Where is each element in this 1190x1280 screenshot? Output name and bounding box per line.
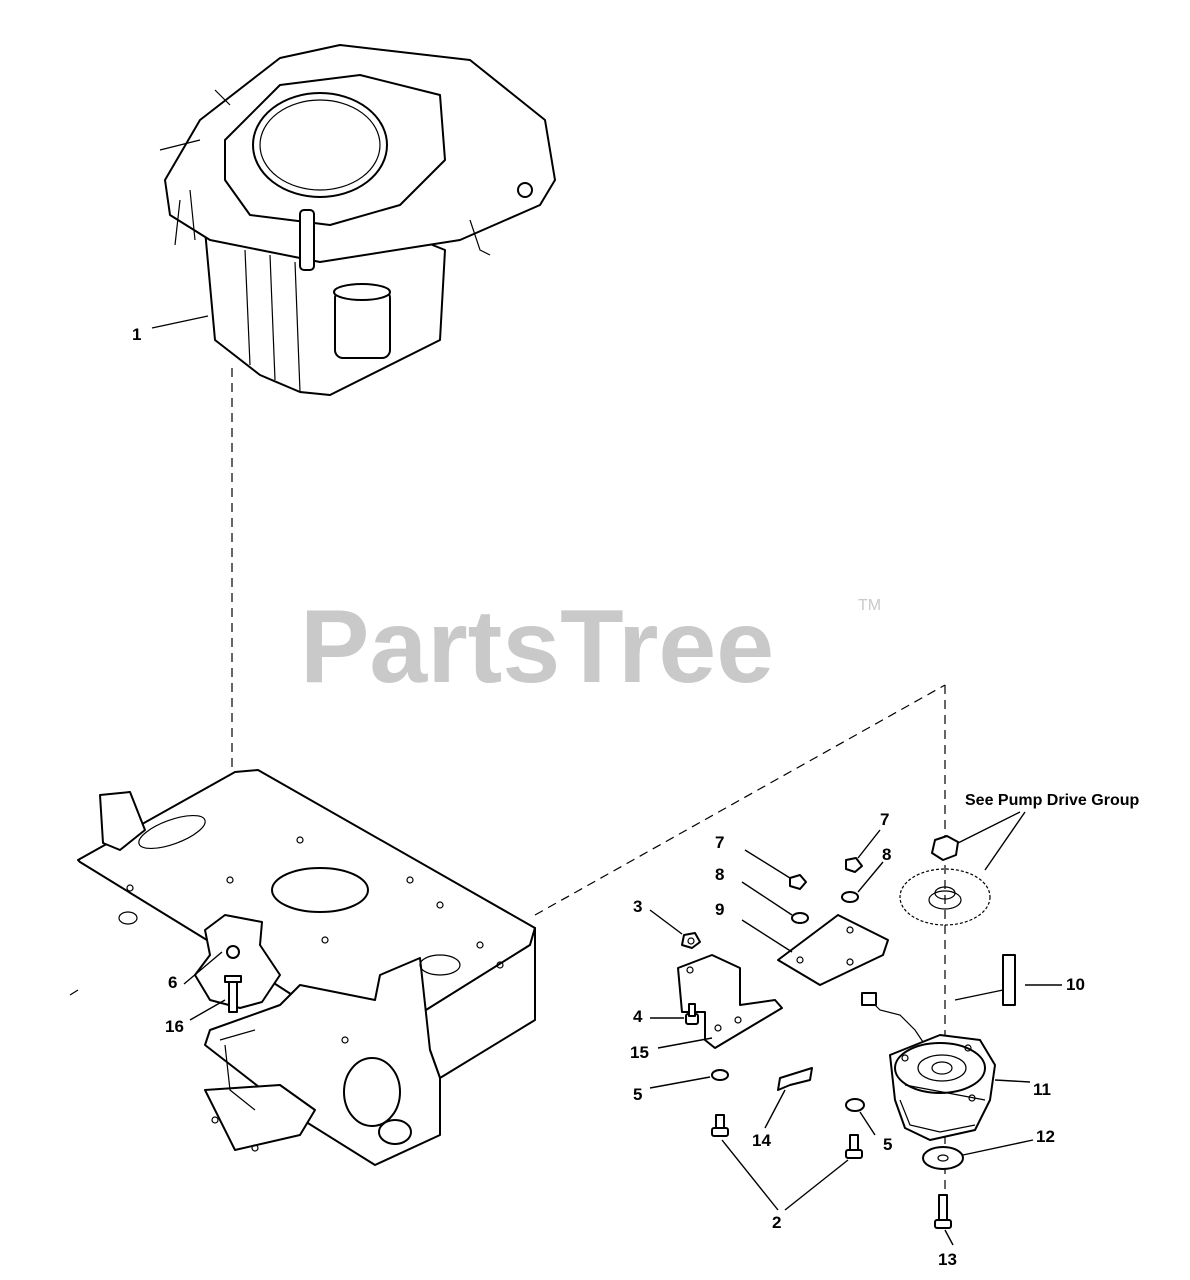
electric-clutch-icon[interactable]	[861, 992, 996, 1141]
leader-12	[962, 1139, 1034, 1156]
callout-10[interactable]: 10	[1066, 975, 1085, 994]
leader-15	[657, 1037, 713, 1049]
callout-14[interactable]: 14	[752, 1131, 771, 1150]
leader-7b	[857, 829, 881, 859]
pulley-icon[interactable]	[899, 835, 991, 926]
leader-2a	[721, 1139, 779, 1211]
watermark-trademark: TM	[858, 597, 881, 614]
leader-5a	[649, 1076, 711, 1089]
leader-3	[649, 909, 683, 935]
callout-2[interactable]: 2	[772, 1213, 781, 1232]
leader-9	[741, 919, 793, 953]
callout-5a[interactable]: 5	[633, 1085, 642, 1104]
watermark-brand: PartsTree	[300, 589, 774, 705]
leader-1	[151, 315, 209, 329]
note-leader-b	[984, 811, 1026, 871]
washer-icon[interactable]	[922, 1146, 964, 1170]
callout-1[interactable]: 1	[132, 325, 141, 344]
callout-6[interactable]: 6	[168, 973, 177, 992]
callout-8a[interactable]: 8	[715, 865, 724, 884]
callout-11[interactable]: 11	[1033, 1080, 1051, 1099]
callout-8b[interactable]: 8	[882, 845, 891, 864]
callout-4[interactable]: 4	[633, 1007, 643, 1026]
leader-7a	[744, 849, 791, 879]
plate-icon[interactable]	[777, 914, 889, 986]
leader-6	[183, 951, 223, 985]
clip-icon[interactable]	[777, 1067, 813, 1091]
leader-14	[764, 1089, 786, 1129]
nut-icon[interactable]	[789, 874, 807, 890]
bolt-icon[interactable]	[934, 1194, 952, 1229]
pump-drive-note[interactable]: See Pump Drive Group	[965, 792, 1139, 809]
key-icon[interactable]	[1002, 954, 1016, 1006]
callout-15[interactable]: 15	[630, 1043, 649, 1062]
washer-icon[interactable]	[711, 1069, 729, 1081]
callout-16[interactable]: 16	[165, 1017, 184, 1036]
leader-11	[994, 1079, 1031, 1083]
washer-icon[interactable]	[841, 891, 859, 903]
leader-8b	[857, 861, 884, 893]
callout-7a[interactable]: 7	[715, 833, 724, 852]
callout-13[interactable]: 13	[938, 1250, 957, 1269]
nut-icon[interactable]	[845, 857, 863, 873]
callout-3[interactable]: 3	[633, 897, 642, 916]
leader-8a	[741, 881, 793, 916]
nut-icon[interactable]	[681, 932, 701, 949]
leader-13	[944, 1229, 954, 1246]
frame-plate-icon	[69, 769, 536, 1166]
washer-icon[interactable]	[791, 912, 809, 924]
frame-to-clutch-line	[534, 684, 946, 916]
bracket-icon[interactable]	[677, 954, 783, 1049]
bolt-icon[interactable]	[845, 1134, 863, 1159]
leader-2b	[784, 1159, 849, 1211]
note-leader-a	[957, 811, 1021, 844]
callout-9[interactable]: 9	[715, 900, 724, 919]
callout-7b[interactable]: 7	[880, 810, 889, 829]
callout-12[interactable]: 12	[1036, 1127, 1055, 1146]
leader-10b	[954, 989, 1004, 1001]
bolt-icon[interactable]	[711, 1114, 729, 1137]
bolt-icon[interactable]	[685, 1003, 699, 1025]
callout-5b[interactable]: 5	[883, 1135, 892, 1154]
leader-5b	[859, 1111, 876, 1136]
leader-16	[189, 999, 226, 1021]
washer-icon[interactable]	[845, 1098, 865, 1112]
engine-icon[interactable]	[159, 44, 556, 396]
